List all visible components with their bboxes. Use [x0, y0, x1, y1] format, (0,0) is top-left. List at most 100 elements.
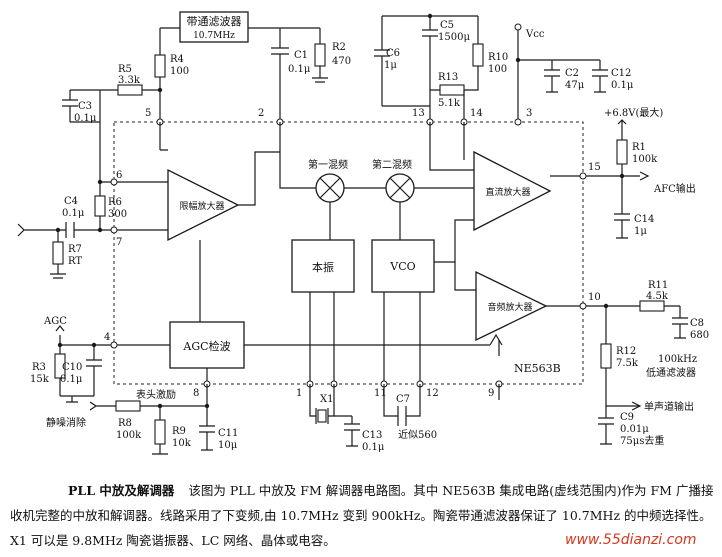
ic-boundary: [113, 121, 584, 385]
pin-7-label: 7: [116, 237, 122, 248]
c10-value: 0.1μ: [60, 374, 83, 385]
c14-label: C14: [634, 214, 654, 225]
c9-label: C9: [620, 412, 634, 423]
capacitor-c2: [544, 60, 560, 93]
r11-label: R11: [648, 280, 668, 291]
r7-label: R7: [68, 244, 82, 255]
x1-label: X1: [320, 394, 333, 405]
r3-c10-network: [59, 345, 102, 403]
pin13-14-wires: [382, 90, 465, 122]
agc-terminal: [55, 325, 100, 346]
c14-value: 1μ: [634, 226, 647, 237]
capacitor-c1: [271, 47, 289, 122]
r6-label: R6: [108, 197, 122, 208]
mute-label: 静噪消除: [46, 416, 86, 429]
afc-out-label: AFC输出: [653, 182, 696, 195]
r13-label: R13: [438, 72, 458, 83]
capacitor-c5: [422, 16, 438, 60]
dc-amp-block: [473, 150, 552, 232]
mono-out-label: 单声道输出: [644, 400, 694, 413]
capacitor-c11: [199, 384, 215, 451]
c2-value: 47μ: [565, 80, 585, 91]
local-osc-label: 本振: [312, 260, 334, 274]
pin-7: [110, 226, 118, 234]
c4-label: C4: [64, 196, 78, 207]
limiter-out: [238, 151, 280, 206]
r6-value: 300: [108, 209, 127, 220]
pin-15: [579, 172, 587, 180]
c8-value: 680: [690, 330, 709, 341]
r7-value: RT: [68, 256, 82, 267]
circuit-diagram: 带通滤波器 10.7MHz R4 100 C1 0.1μ R2 470 R5 3…: [17, 11, 709, 455]
capacitor-c14: [614, 176, 630, 239]
mixer-lo-wires: [329, 202, 401, 240]
pin-2-label: 2: [258, 108, 264, 119]
r9-value: 10k: [172, 438, 192, 449]
r11-value: 4.5k: [646, 291, 669, 302]
c10-label: C10: [62, 362, 82, 373]
c3-label: C3: [78, 101, 92, 112]
vco-to-dcamp: [434, 219, 474, 263]
watermark: www.55dianzi.com: [565, 532, 697, 548]
mixer2-label: 第二混频: [372, 158, 412, 171]
audio-in: [454, 262, 476, 291]
capacitor-c13: [334, 415, 360, 447]
pin5-internal: [159, 122, 168, 151]
c7-label: C7: [396, 394, 410, 405]
r3-value: 15k: [30, 374, 50, 385]
vco-label: VCO: [389, 260, 415, 273]
resistor-r2: [314, 43, 326, 67]
resistor-r6: [94, 195, 106, 217]
pin-10: [579, 302, 587, 310]
c13-value: 0.1μ: [362, 442, 385, 453]
audio-amp-label: 音频放大器: [487, 301, 532, 313]
c5-value: 1500μ: [438, 32, 470, 43]
c1-label: C1: [294, 50, 308, 61]
pin-13-label: 13: [412, 108, 425, 119]
capacitor-c7: [383, 384, 421, 426]
mono-out-arrow: [631, 401, 642, 411]
junction: [204, 403, 210, 409]
r13-value: 5.1k: [438, 98, 461, 109]
osc-pin-wires: [309, 292, 421, 384]
resistor-r9: [154, 419, 166, 445]
pin-15-label: 15: [588, 162, 601, 173]
pin-8-label: 8: [193, 388, 199, 399]
mixer1-in: [279, 122, 318, 189]
r2-value: 470: [332, 56, 351, 67]
local-osc-block: [291, 239, 355, 293]
bandpass-filter-block: [179, 11, 249, 43]
c12-label: C12: [611, 68, 631, 79]
r4-label: R4: [170, 54, 184, 65]
lowpass-freq: 100kHz: [658, 354, 697, 365]
r1-value: 100k: [632, 154, 658, 165]
resistor-r11: [639, 300, 665, 312]
crystal-x1: [317, 409, 327, 423]
resistor-r13: [439, 84, 465, 96]
limiter-amp-label: 限幅放大器: [179, 200, 224, 212]
r9-wires: [152, 406, 168, 455]
input-line: [17, 223, 168, 237]
junction: [157, 87, 163, 93]
junction: [55, 227, 61, 233]
pin-5-label: 5: [145, 108, 151, 119]
vcc-terminal: [514, 23, 522, 31]
capacitor-c3: [62, 89, 100, 123]
vcc-label: Vcc: [525, 29, 545, 40]
c11-value: 10μ: [218, 440, 238, 451]
mixer1-label: 第一混频: [308, 158, 348, 171]
c5-label: C5: [440, 20, 454, 31]
r12-value: 7.5k: [616, 358, 639, 369]
resistor-r10: [472, 43, 484, 67]
junction: [97, 227, 103, 233]
c11-label: C11: [218, 428, 238, 439]
pin-14-label: 14: [470, 108, 483, 119]
v68-arrow: [617, 119, 627, 136]
c2-label: C2: [565, 68, 579, 79]
filter-out-wires: [279, 27, 321, 48]
r5-value: 3.3k: [118, 75, 141, 86]
mixer2-cross: [389, 177, 411, 199]
r4-value: 100: [170, 66, 189, 77]
agc-label: AGC: [43, 316, 67, 327]
c7-value: 近似560: [398, 428, 437, 441]
